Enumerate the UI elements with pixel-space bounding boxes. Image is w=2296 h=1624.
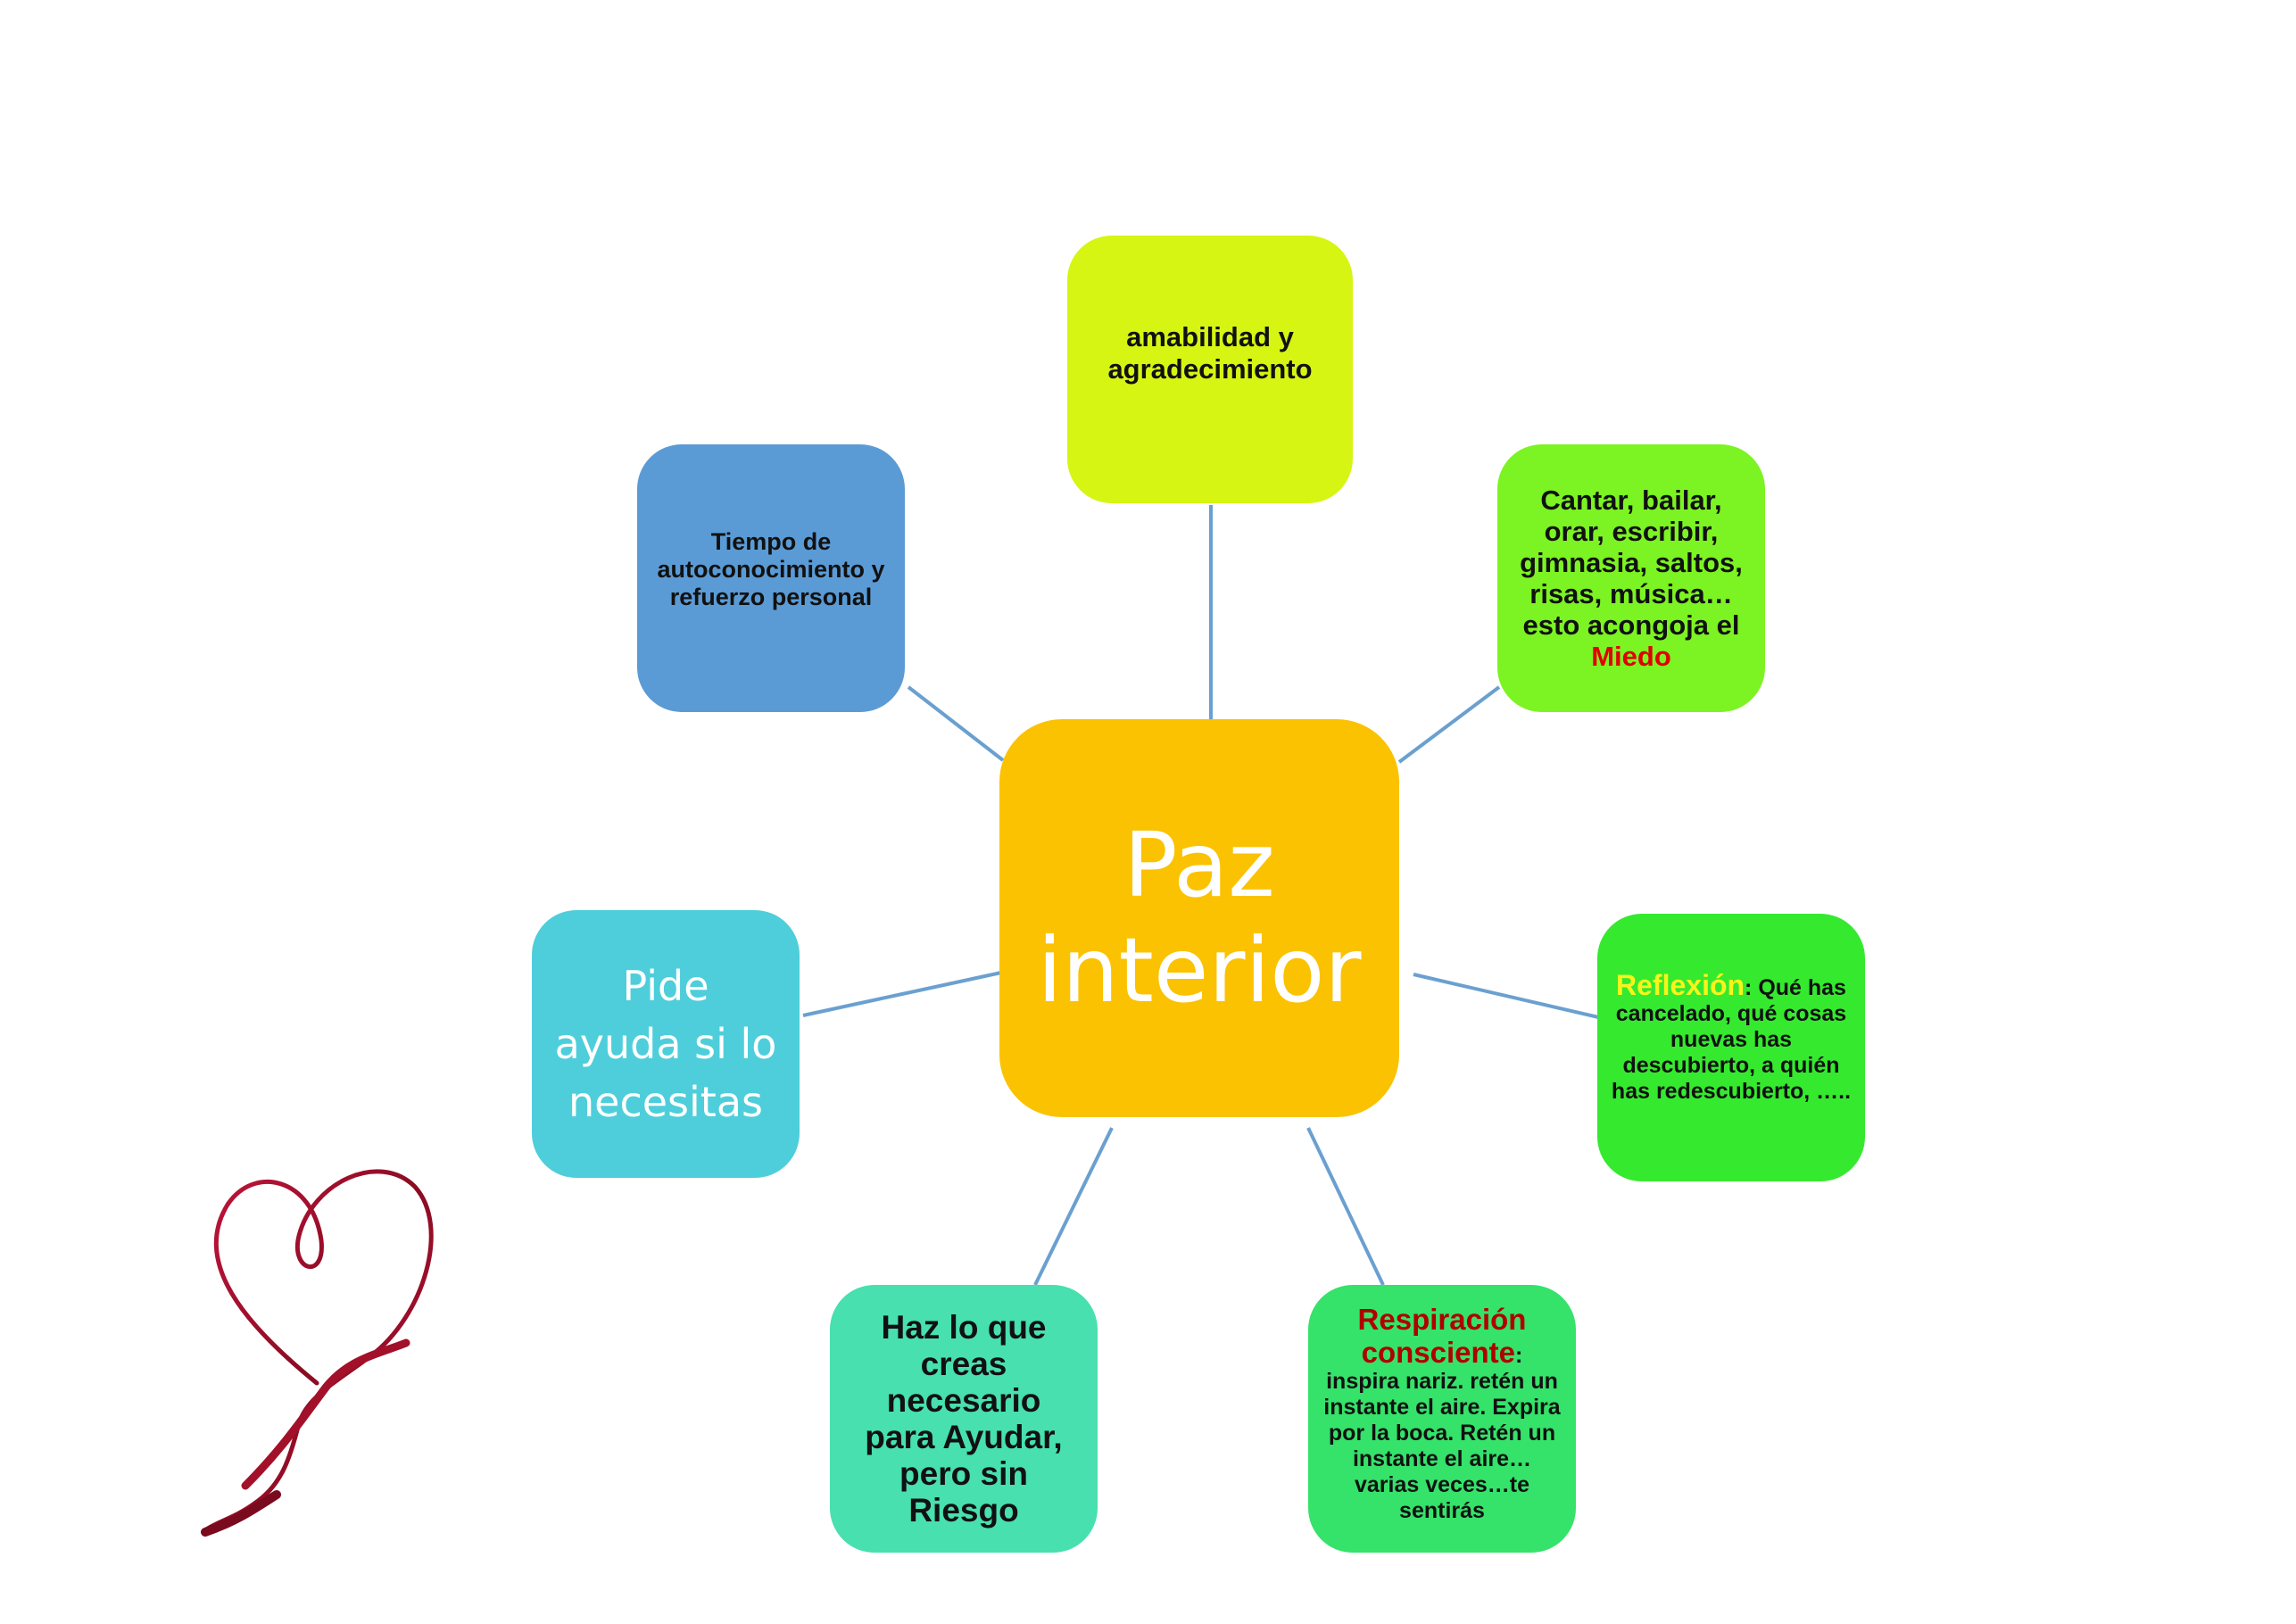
connector-bottom-right (1306, 1127, 1385, 1286)
central-node: Paz interior (999, 719, 1399, 1117)
node-amabilidad-text: amabilidad y agradecimiento (1107, 321, 1313, 385)
node-pide-ayuda: Pide ayuda si lo necesitas (532, 910, 800, 1178)
connector-top-left (907, 685, 1005, 762)
node-pide-ayuda-text: Pide ayuda si lo necesitas (554, 961, 777, 1126)
heart-ribbon-icon (201, 1169, 434, 1537)
node-autoconocimiento-text: Tiempo de autoconocimiento y refuerzo pe… (657, 527, 885, 610)
connector-left (802, 971, 1002, 1017)
node-respiracion: Respiración consciente: inspira nariz. r… (1308, 1285, 1576, 1553)
node-haz-lo-necesario: Haz lo que creas necesario para Ayudar, … (830, 1285, 1098, 1553)
node-haz-lo-necesario-text: Haz lo que creas necesario para Ayudar, … (865, 1309, 1063, 1529)
central-title-line-2: interior (1037, 918, 1362, 1023)
node-respiracion-text: : inspira nariz. retén un instante el ai… (1323, 1343, 1561, 1523)
connector-top-right (1397, 685, 1501, 764)
node-respiracion-title: Respiración consciente (1357, 1303, 1527, 1369)
central-title-line-1: Paz (1123, 813, 1275, 917)
node-actividades-text: Cantar, bailar, orar, escribir, gimnasia… (1520, 485, 1743, 641)
node-reflexion-title: Reflexión (1616, 969, 1745, 1001)
node-actividades: Cantar, bailar, orar, escribir, gimnasia… (1497, 444, 1765, 712)
node-amabilidad: amabilidad y agradecimiento (1067, 236, 1353, 503)
connector-bottom-left (1033, 1127, 1114, 1286)
node-reflexion-text: : Qué has cancelado, qué cosas nuevas ha… (1611, 975, 1852, 1104)
connector-right (1413, 973, 1607, 1021)
node-reflexion: Reflexión: Qué has cancelado, qué cosas … (1597, 914, 1865, 1181)
node-autoconocimiento: Tiempo de autoconocimiento y refuerzo pe… (637, 444, 905, 712)
node-actividades-highlight: Miedo (1591, 641, 1671, 672)
